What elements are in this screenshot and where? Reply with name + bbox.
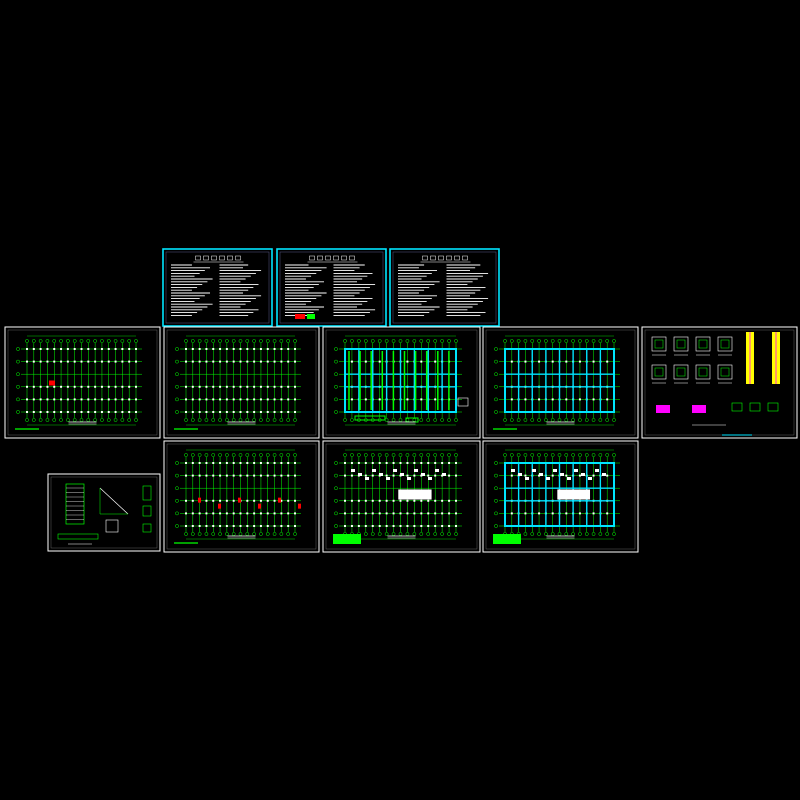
- drawing-sheet-11[interactable]: [322, 440, 481, 553]
- drawing-sheet-2[interactable]: [276, 248, 387, 327]
- drawing-sheet-3[interactable]: [389, 248, 500, 327]
- drawing-sheet-8[interactable]: [641, 326, 798, 439]
- drawing-sheet-5[interactable]: [163, 326, 320, 439]
- drawing-sheet-12[interactable]: [482, 440, 639, 553]
- drawing-sheet-4[interactable]: [4, 326, 161, 439]
- drawing-sheet-9[interactable]: [47, 473, 161, 552]
- drawing-sheet-7[interactable]: [482, 326, 639, 439]
- drawing-sheet-6[interactable]: [322, 326, 481, 439]
- drawing-sheet-1[interactable]: [162, 248, 273, 327]
- drawing-sheet-10[interactable]: [163, 440, 320, 553]
